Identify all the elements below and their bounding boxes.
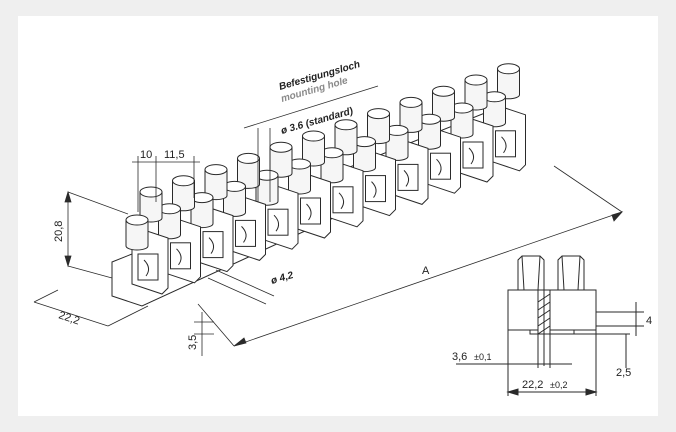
dimension-pitch-11-5: 11,5 <box>164 149 185 161</box>
terminal-unit <box>125 186 169 295</box>
detail-dim-2-5: 2,5 <box>616 367 631 379</box>
detail-slot-width: 3,6 <box>452 351 467 363</box>
clamp-detail <box>273 214 280 232</box>
detail-dim-4: 4 <box>646 315 652 327</box>
terminal-unit <box>450 74 494 183</box>
back-screw-head <box>464 74 488 86</box>
clamp-detail <box>371 181 377 198</box>
terminal-unit <box>223 152 266 261</box>
back-screw-head <box>334 119 358 131</box>
technical-drawing: Befestigungsloch mounting hole ø 3.6 (st… <box>33 59 652 396</box>
clamp-detail <box>436 158 442 176</box>
clamp-detail <box>306 203 312 221</box>
clamp-detail <box>241 226 247 243</box>
clamp-detail <box>501 136 507 154</box>
clamp-detail <box>338 192 345 210</box>
cross-section-detail <box>456 255 644 396</box>
detail-width-tolerance: ±0,2 <box>550 380 567 390</box>
terminal-unit <box>353 108 396 217</box>
dimension-length-a: A <box>422 265 430 277</box>
clamp-detail <box>176 248 182 266</box>
back-screw-head <box>204 164 228 176</box>
dimension-pitch-10: 10 <box>140 149 152 161</box>
clamp-detail <box>208 237 215 254</box>
back-screw-head <box>172 175 195 187</box>
terminal-strip <box>111 63 526 307</box>
dimension-depth-22-2: 22,2 <box>57 309 81 327</box>
front-screw <box>125 219 149 251</box>
back-screw-head <box>497 63 520 75</box>
dimension-screw-diameter: ø 4,2 <box>270 270 295 287</box>
terminal-unit <box>320 119 364 228</box>
terminal-unit <box>418 85 461 194</box>
back-screw-head <box>302 130 325 142</box>
terminal-strip-drawing-panel: Befestigungsloch mounting hole ø 3.6 (st… <box>18 16 658 416</box>
terminal-unit <box>190 164 234 273</box>
clamp-detail <box>143 259 150 277</box>
front-screw-head <box>125 214 149 226</box>
terminal-unit <box>158 175 201 284</box>
back-screw-head <box>367 108 390 120</box>
terminal-unit <box>255 141 299 250</box>
back-screw-head <box>237 152 260 164</box>
back-screw-head <box>432 85 455 97</box>
detail-slot-tolerance: ±0,1 <box>474 352 491 362</box>
clamp-detail <box>403 170 410 187</box>
detail-width: 22,2 <box>522 379 543 391</box>
back-screw-head <box>269 141 293 153</box>
terminal-unit <box>288 130 331 239</box>
dimension-height-20-8: 20,8 <box>53 221 65 242</box>
dimension-base-3-5: 3,5 <box>187 335 199 350</box>
back-screw-head <box>139 186 163 198</box>
terminal-unit <box>483 63 526 172</box>
back-screw-head <box>399 96 423 108</box>
clamp-detail <box>468 147 475 165</box>
dimension-lines <box>33 85 624 356</box>
